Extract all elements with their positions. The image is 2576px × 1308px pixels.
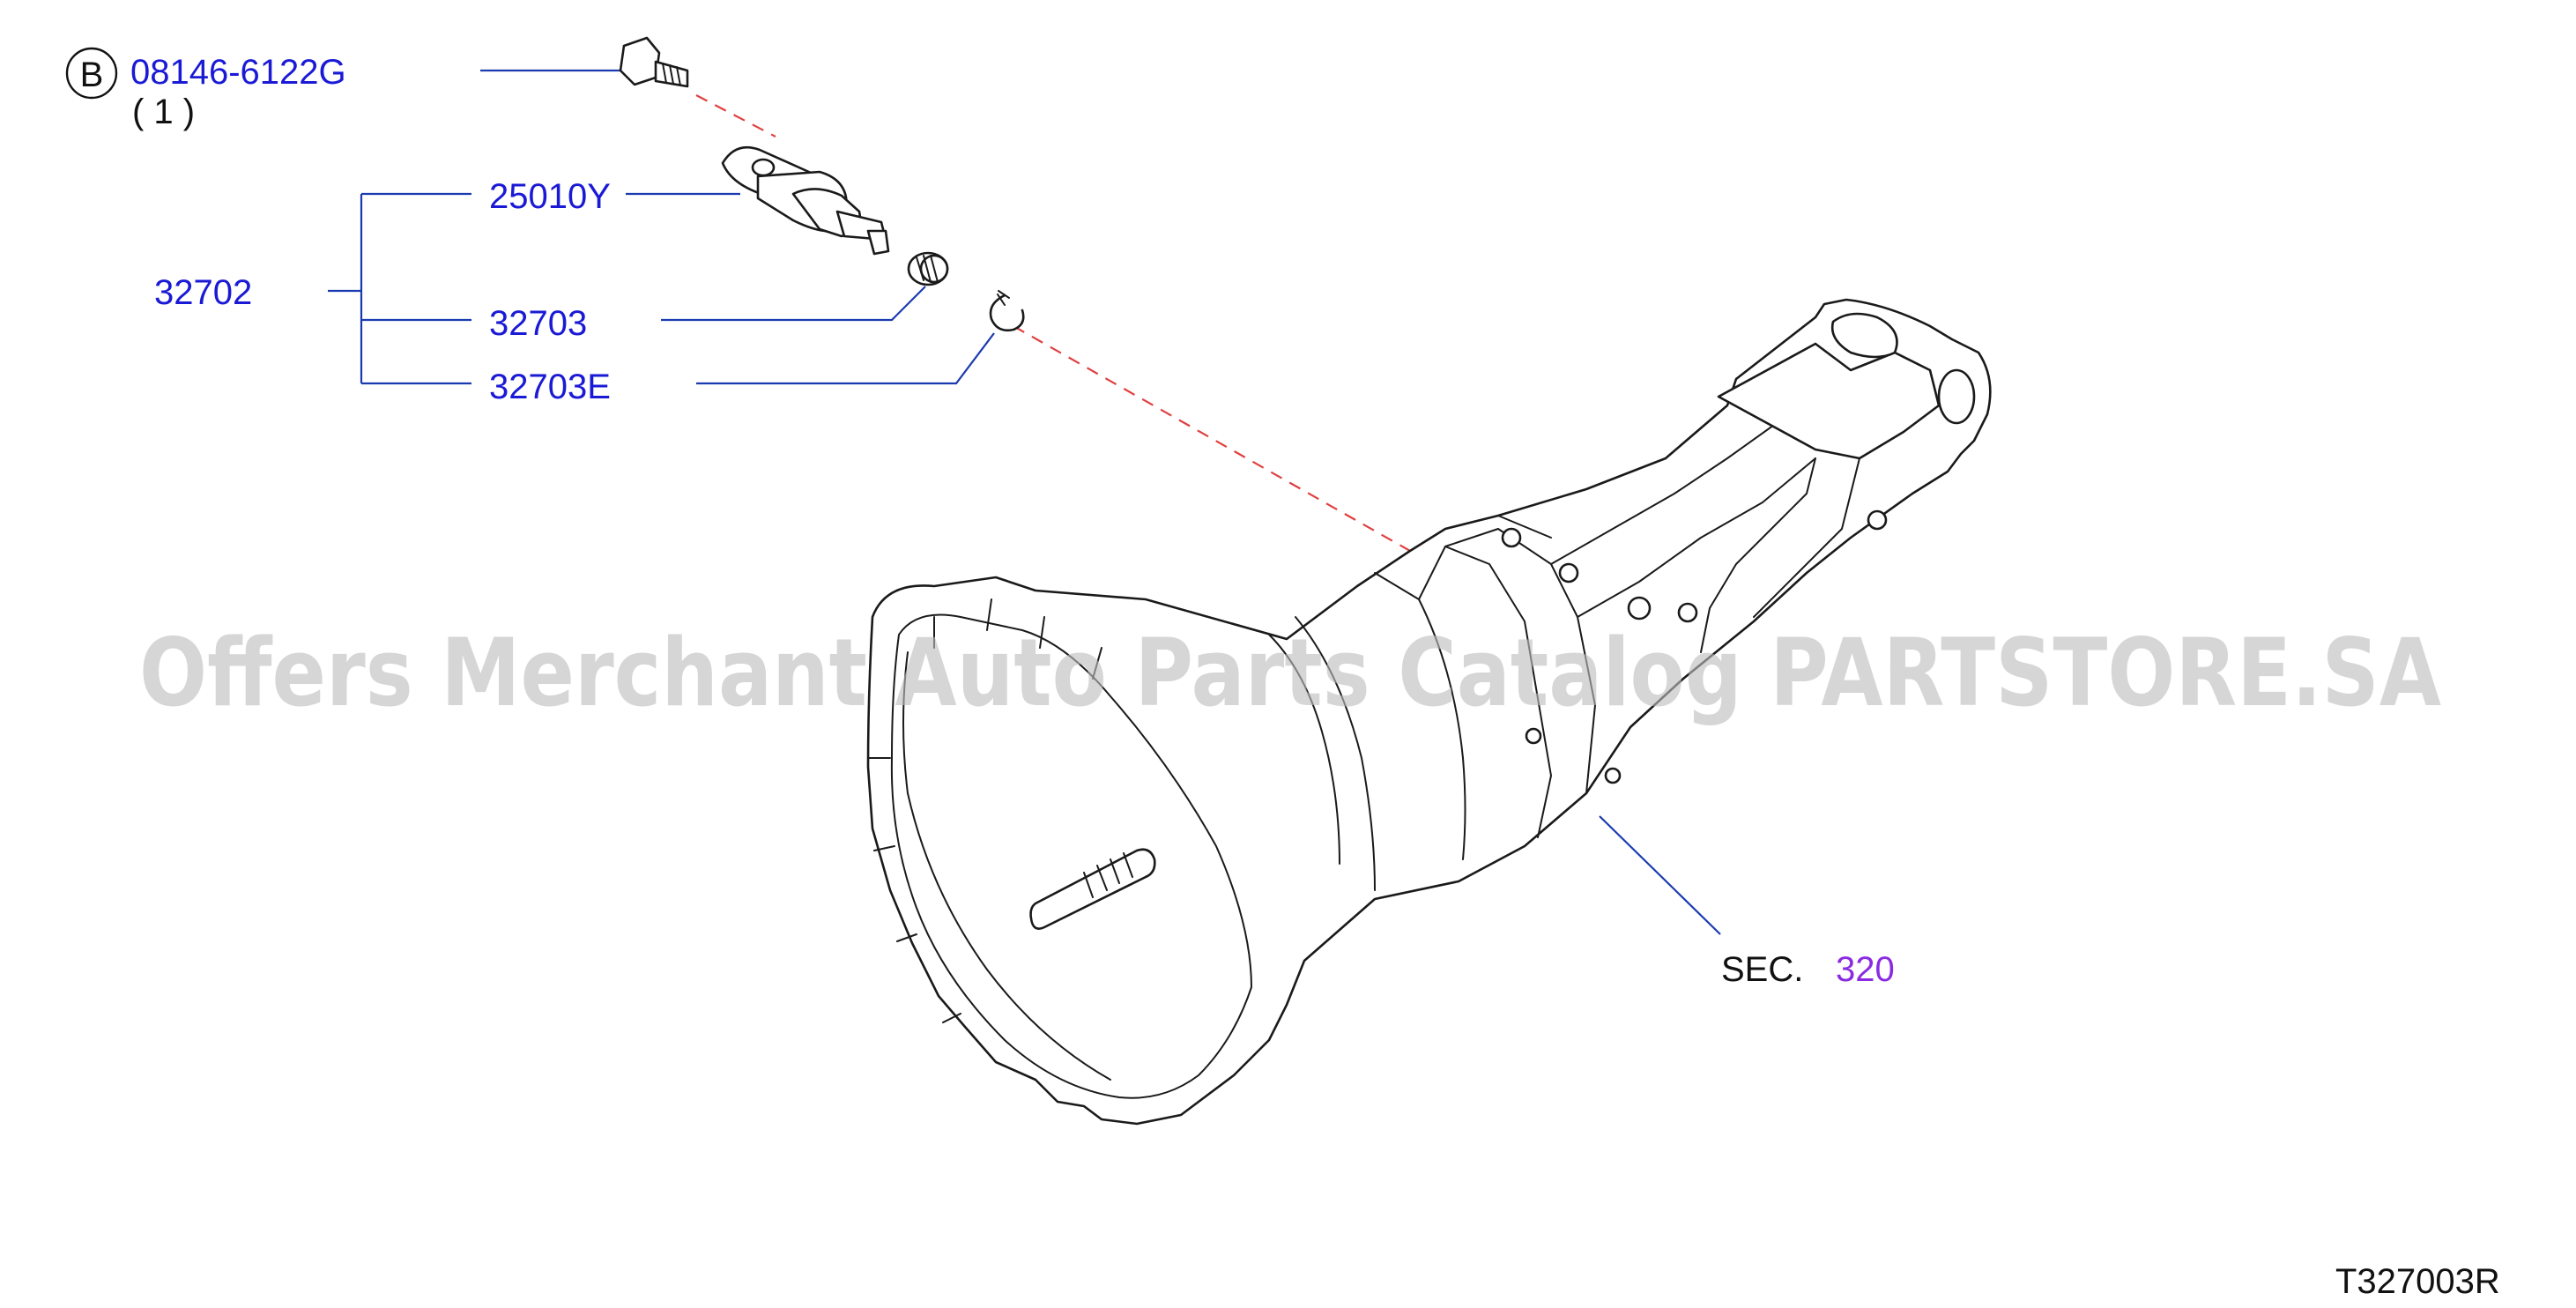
snap-ring-part[interactable]	[989, 290, 1025, 332]
bolt-callout[interactable]: B 08146-6122G ( 1 )	[65, 47, 346, 131]
section-reference[interactable]: SEC. 320	[1721, 950, 1895, 989]
pinion-gear-part[interactable]	[907, 251, 949, 286]
figure-code: T327003R	[2335, 1262, 2500, 1301]
bolt-part-number[interactable]: 08146-6122G	[130, 53, 346, 92]
assembly-lines	[695, 94, 1411, 552]
section-prefix: SEC.	[1721, 950, 1803, 989]
bolt-part[interactable]	[619, 36, 689, 88]
part-number-32703e[interactable]: 32703E	[489, 368, 611, 406]
assembly-part-number[interactable]: 32702	[154, 273, 252, 312]
part-number-32703[interactable]: 32703	[489, 304, 587, 343]
bolt-marker-letter: B	[80, 56, 104, 94]
transmission-housing	[866, 298, 1992, 1126]
marker-circle	[65, 47, 118, 100]
speedometer-sensor-part[interactable]	[721, 145, 890, 256]
section-number-link[interactable]: 320	[1836, 950, 1895, 989]
part-number-25010y[interactable]: 25010Y	[489, 177, 611, 216]
watermark-text: Offers Merchant Auto Parts Catalog PARTS…	[139, 619, 2441, 727]
leader-lines	[328, 69, 1721, 935]
bolt-quantity: ( 1 )	[132, 93, 195, 131]
